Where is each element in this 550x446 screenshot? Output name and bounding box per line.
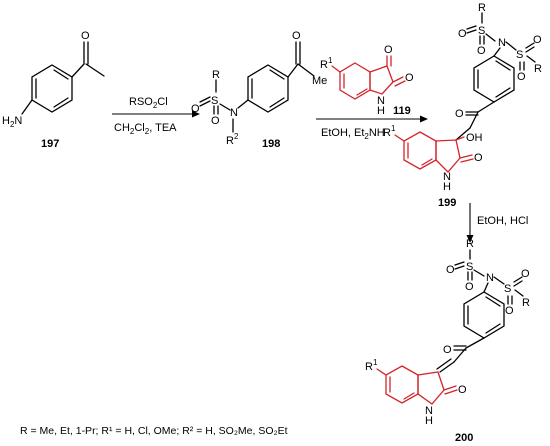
compound-119: O O N H R1 119 [320,44,414,117]
compound-label-198: 198 [262,138,280,150]
n-atom: N [498,37,506,49]
h-atom: H [443,181,451,193]
o-atom: O [465,281,474,293]
reagent-ch2cl2-tea: CH2Cl2, TEA [114,122,177,136]
arrow-step-2: EtOH, Et2NH [316,115,428,141]
compound-label-199: 199 [438,197,456,209]
s-atom: S [504,283,511,295]
r1-group: R1 [320,56,333,71]
o-atom: O [458,28,467,40]
n-atom: N [230,107,238,119]
nh-group: N [443,171,451,183]
nh2-group: H2N [2,115,22,129]
s-atom: S [211,95,218,107]
r-group: R [534,63,542,75]
compound-200: N S R O O S O O R O [365,238,530,444]
r-group: R [478,2,486,14]
o-atom: O [211,115,220,127]
o-atom: O [443,344,452,356]
compound-label-200: 200 [455,432,473,444]
o-atom: O [191,103,200,115]
o-atom: O [521,268,530,280]
r-group: R [522,297,530,309]
methyl-group: Me [312,75,327,87]
o-atom: O [405,72,414,84]
o-atom: O [517,71,526,83]
compound-199: N S R O O S O O R O [383,2,542,209]
reagent-etoh-hcl: EtOH, HCl [477,215,528,227]
o-atom: O [458,384,467,396]
compound-label-119: 119 [393,105,411,117]
o-atom: O [477,45,486,57]
reagent-etoh-et2nh: EtOH, Et2NH [321,127,385,141]
n-atom: N [486,272,494,284]
compound-label-197: 197 [41,138,59,150]
r-group: R [212,69,220,81]
r-group: R [466,238,474,250]
reagent-rso2cl: RSO2Cl [129,96,168,110]
o-atom: O [292,30,301,42]
r2-group: R2 [226,132,239,147]
o-atom: O [384,44,393,56]
o-atom: O [505,305,514,317]
s-atom: S [466,261,473,273]
h-atom: H [377,105,385,117]
o-atom: O [446,264,455,276]
substituent-footnote: R = Me, Et, 1-Pr; R¹ = H, Cl, OMe; R² = … [20,425,288,437]
nh-group: N [377,95,385,107]
r1-group: R1 [383,124,396,139]
s-atom: S [478,25,485,37]
oh-group: OH [466,132,483,144]
arrow-step-1: RSO2Cl CH2Cl2, TEA [112,96,200,136]
arrow-step-3: EtOH, HCl [466,203,528,243]
o-atom: O [455,108,464,120]
compound-198: O Me N R2 S R O O 198 [191,30,327,150]
r1-group: R1 [365,358,378,373]
compound-197: O H2N 197 [2,30,105,150]
nh-group: N [425,405,433,417]
s-atom: S [516,49,523,61]
h-atom: H [425,415,433,427]
o-atom: O [533,34,542,46]
o-atom: O [81,30,90,42]
o-atom: O [474,152,483,164]
